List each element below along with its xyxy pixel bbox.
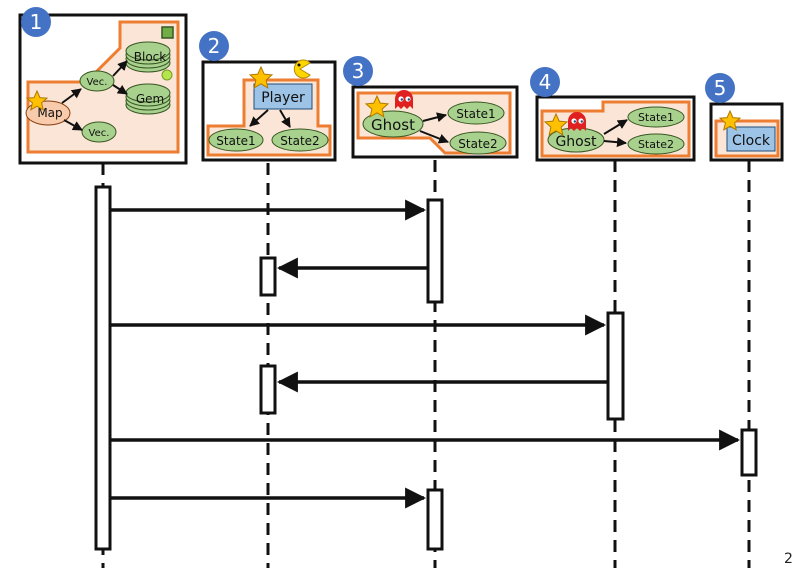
activation-2a bbox=[261, 258, 275, 295]
panel-2: Player State1 State2 2 bbox=[199, 31, 335, 160]
node-ghost: Ghost bbox=[555, 134, 597, 150]
node-state1: State1 bbox=[638, 111, 674, 124]
number-badge-1-label: 1 bbox=[30, 10, 43, 34]
number-badge-3-label: 3 bbox=[352, 59, 365, 83]
node-state1: State1 bbox=[216, 134, 255, 148]
node-player: Player bbox=[261, 90, 305, 106]
page-number: 2 bbox=[784, 551, 792, 567]
node-clock: Clock bbox=[732, 133, 771, 149]
node-ghost: Ghost bbox=[371, 116, 415, 134]
node-vec-a: Vec. bbox=[87, 77, 108, 88]
activation-3b bbox=[428, 490, 442, 549]
messages bbox=[110, 210, 738, 498]
node-state2: State2 bbox=[280, 134, 319, 148]
activation-2b bbox=[261, 366, 275, 413]
panel-3: Ghost State1 State2 3 bbox=[343, 56, 517, 157]
panel-4: Ghost State1 State2 4 bbox=[530, 67, 694, 160]
number-badge-4-label: 4 bbox=[539, 70, 552, 94]
activation-3a bbox=[428, 200, 442, 302]
node-state2: State2 bbox=[458, 137, 497, 151]
node-state2: State2 bbox=[638, 138, 674, 151]
activation-5 bbox=[742, 430, 756, 475]
panel-1: Block Gem Vec. Vec. Map 1 bbox=[20, 7, 186, 163]
panel-5: Clock 5 bbox=[705, 73, 782, 160]
activations bbox=[96, 187, 756, 549]
node-state1: State1 bbox=[456, 107, 495, 121]
block-tile-icon bbox=[162, 27, 173, 38]
node-block: Block bbox=[134, 50, 167, 64]
node-vec-b: Vec. bbox=[89, 128, 110, 139]
gem-icon bbox=[162, 70, 172, 80]
lifelines bbox=[103, 160, 749, 568]
number-badge-2-label: 2 bbox=[208, 34, 221, 58]
node-gem: Gem bbox=[136, 92, 164, 106]
activation-4 bbox=[608, 313, 623, 419]
number-badge-5-label: 5 bbox=[714, 76, 727, 100]
activation-1 bbox=[96, 187, 110, 549]
